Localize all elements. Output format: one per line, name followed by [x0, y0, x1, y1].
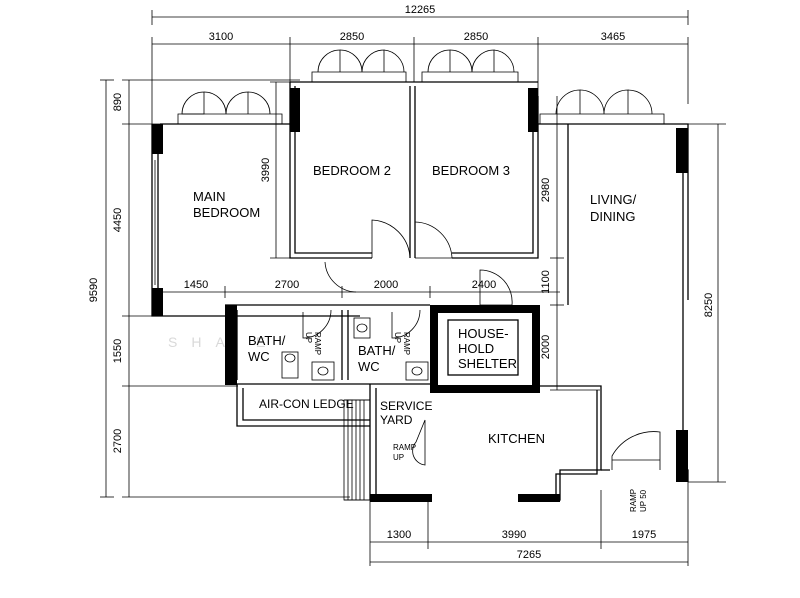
dim-right-2: 1100: [540, 270, 552, 294]
dim-right-outer: 8250: [703, 293, 715, 317]
walls: [151, 81, 689, 501]
dim-overall-height: 9590: [88, 278, 100, 302]
dim-right-1: 2980: [540, 178, 552, 202]
ramp-bath2-1: RAMP: [402, 332, 411, 355]
watermark-left: SHA E: [168, 334, 279, 350]
dim-bottom-total: 7265: [517, 549, 541, 561]
label-main-bedroom-2: BEDROOM: [193, 205, 260, 220]
label-shelter-2: HOLD: [458, 341, 494, 356]
ramp-yard-1: RAMP: [393, 443, 416, 452]
ramp-yard-2: UP: [393, 453, 404, 462]
label-bath2-2: WC: [358, 359, 380, 374]
dim-top-3: 2850: [464, 31, 488, 43]
dim-bottom-1: 1300: [387, 529, 411, 541]
dim-top-1: 3100: [209, 31, 233, 43]
dim-bedroom2-height: 3990: [260, 158, 272, 182]
structural-columns: [152, 88, 688, 502]
label-service-yard-1: SERVICE: [380, 399, 432, 413]
room-labels: MAIN BEDROOM BEDROOM 2 BEDROOM 3 LIVING/…: [193, 163, 637, 446]
dim-row-1: 1450: [184, 279, 208, 291]
dim-bottom-3: 1975: [632, 529, 656, 541]
dim-left-1: 890: [112, 93, 124, 111]
ramp-entrance-2: UP 50: [639, 489, 648, 512]
ramp-entrance-1: RAMP: [629, 489, 638, 512]
dim-row-3: 2000: [374, 279, 398, 291]
dimension-lines: [100, 10, 726, 566]
dim-left-4: 2700: [112, 429, 124, 453]
label-living-2: DINING: [590, 209, 636, 224]
dim-row-4: 2400: [472, 279, 496, 291]
label-aircon-ledge: AIR-CON LEDGE: [259, 397, 354, 411]
dim-row-2: 2700: [275, 279, 299, 291]
ramp-labels: RAMP UP RAMP UP RAMP UP RAMP UP 50: [304, 332, 648, 512]
dim-top-4: 3465: [601, 31, 625, 43]
dim-left-2: 4450: [112, 208, 124, 232]
label-living-1: LIVING/: [590, 192, 637, 207]
label-service-yard-2: YARD: [380, 413, 413, 427]
label-main-bedroom-1: MAIN: [193, 189, 226, 204]
label-bedroom-3: BEDROOM 3: [432, 163, 510, 178]
fixtures: [281, 309, 429, 501]
dim-bottom-2: 3990: [502, 529, 526, 541]
ramp-bath1-1: RAMP: [313, 332, 322, 355]
label-bath1-2: WC: [248, 349, 270, 364]
label-bath2-1: BATH/: [358, 343, 396, 358]
label-shelter-3: SHELTER: [458, 356, 517, 371]
windows: [154, 49, 665, 470]
label-bath1-1: BATH/: [248, 333, 286, 348]
label-bedroom-2: BEDROOM 2: [313, 163, 391, 178]
dim-overall-width: 12265: [405, 4, 436, 16]
ramp-bath2-2: UP: [393, 332, 402, 343]
dim-right-3: 2000: [540, 335, 552, 359]
dim-left-3: 1550: [112, 339, 124, 363]
ramp-bath1-2: UP: [304, 332, 313, 343]
dim-top-2: 2850: [340, 31, 364, 43]
label-shelter-1: HOUSE-: [458, 326, 509, 341]
label-kitchen: KITCHEN: [488, 431, 545, 446]
